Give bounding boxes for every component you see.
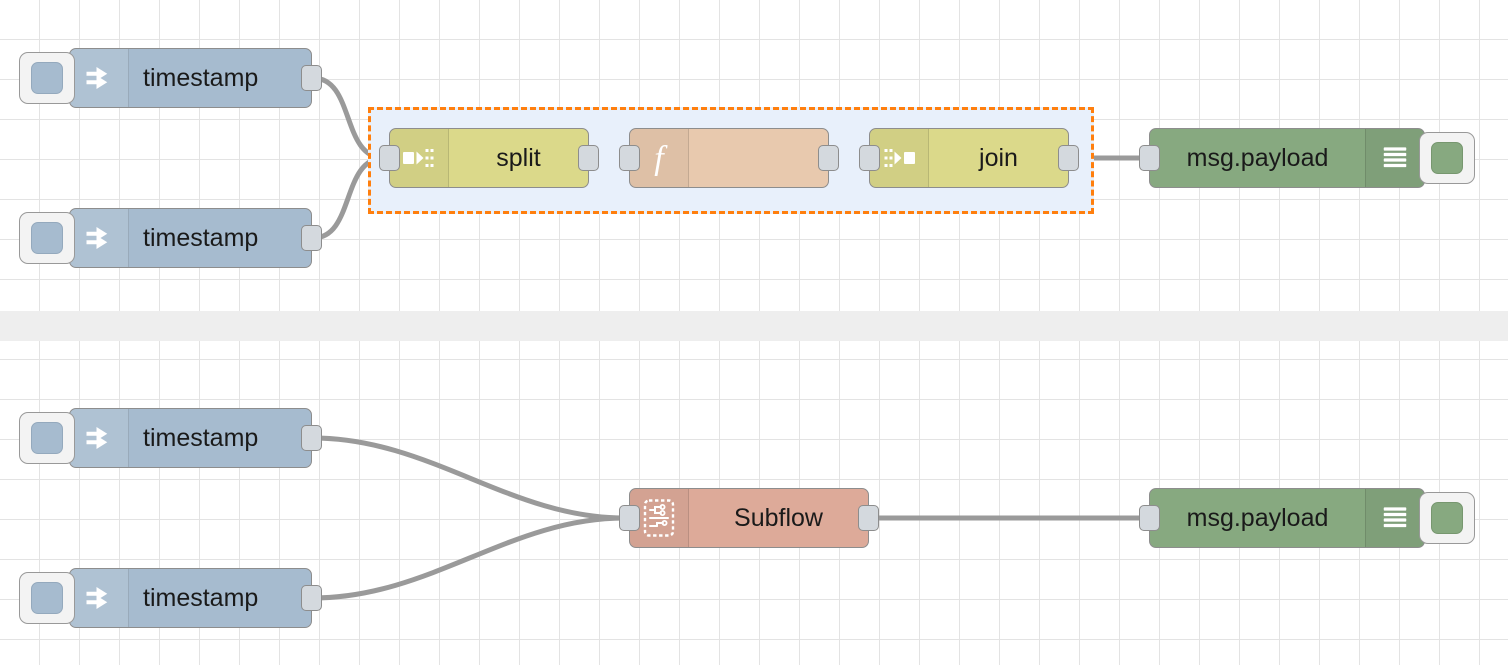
output-port[interactable] <box>301 585 322 611</box>
function-node[interactable]: f <box>619 128 839 188</box>
join-node[interactable]: join <box>859 128 1079 188</box>
inject-trigger-button-inner <box>31 222 63 254</box>
debug-toggle-button[interactable] <box>1419 132 1475 184</box>
inject-trigger-button-inner <box>31 422 63 454</box>
inject-trigger-button-inner <box>31 582 63 614</box>
function-f-icon: f <box>630 129 689 187</box>
output-port[interactable] <box>301 65 322 91</box>
debug-node-label: msg.payload <box>1186 143 1329 172</box>
output-port[interactable] <box>578 145 599 171</box>
input-port[interactable] <box>619 145 640 171</box>
debug-toggle-button-inner <box>1431 502 1463 534</box>
inject-trigger-button[interactable] <box>19 572 75 624</box>
debug-bars-icon <box>1365 129 1424 187</box>
inject-trigger-button-inner <box>31 62 63 94</box>
split-node[interactable]: split <box>379 128 599 188</box>
svg-text:f: f <box>654 140 668 177</box>
debug-toggle-button-inner <box>1431 142 1463 174</box>
input-port[interactable] <box>1139 145 1160 171</box>
debug-node[interactable]: msg.payload <box>1139 488 1475 548</box>
debug-node[interactable]: msg.payload <box>1139 128 1475 188</box>
inject-arrow-icon <box>70 569 129 627</box>
debug-toggle-button[interactable] <box>1419 492 1475 544</box>
inject-node-label: timestamp <box>143 423 259 452</box>
input-port[interactable] <box>1139 505 1160 531</box>
output-port[interactable] <box>1058 145 1079 171</box>
inject-node-label: timestamp <box>143 583 259 612</box>
join-node-label: join <box>979 143 1018 172</box>
inject-arrow-icon <box>70 49 129 107</box>
inject-arrow-icon <box>70 409 129 467</box>
input-port[interactable] <box>379 145 400 171</box>
debug-bars-icon <box>1365 489 1424 547</box>
function-node-label <box>689 129 828 187</box>
inject-node[interactable]: timestamp <box>19 408 322 468</box>
split-node-label: split <box>496 143 541 172</box>
subflow-node-label: Subflow <box>734 503 823 532</box>
inject-node[interactable]: timestamp <box>19 208 322 268</box>
wire-inject3-subflow[interactable] <box>310 435 627 521</box>
inject-trigger-button[interactable] <box>19 212 75 264</box>
debug-node-label: msg.payload <box>1186 503 1329 532</box>
flow-separator <box>0 311 1508 341</box>
inject-node[interactable]: timestamp <box>19 568 322 628</box>
inject-node-label: timestamp <box>143 223 259 252</box>
subflow-node[interactable]: Subflow <box>619 488 879 548</box>
output-port[interactable] <box>858 505 879 531</box>
inject-node[interactable]: timestamp <box>19 48 322 108</box>
wire-inject4-subflow[interactable] <box>310 515 627 601</box>
output-port[interactable] <box>301 225 322 251</box>
output-port[interactable] <box>818 145 839 171</box>
inject-trigger-button[interactable] <box>19 412 75 464</box>
inject-trigger-button[interactable] <box>19 52 75 104</box>
inject-node-label: timestamp <box>143 63 259 92</box>
input-port[interactable] <box>859 145 880 171</box>
inject-arrow-icon <box>70 209 129 267</box>
input-port[interactable] <box>619 505 640 531</box>
output-port[interactable] <box>301 425 322 451</box>
